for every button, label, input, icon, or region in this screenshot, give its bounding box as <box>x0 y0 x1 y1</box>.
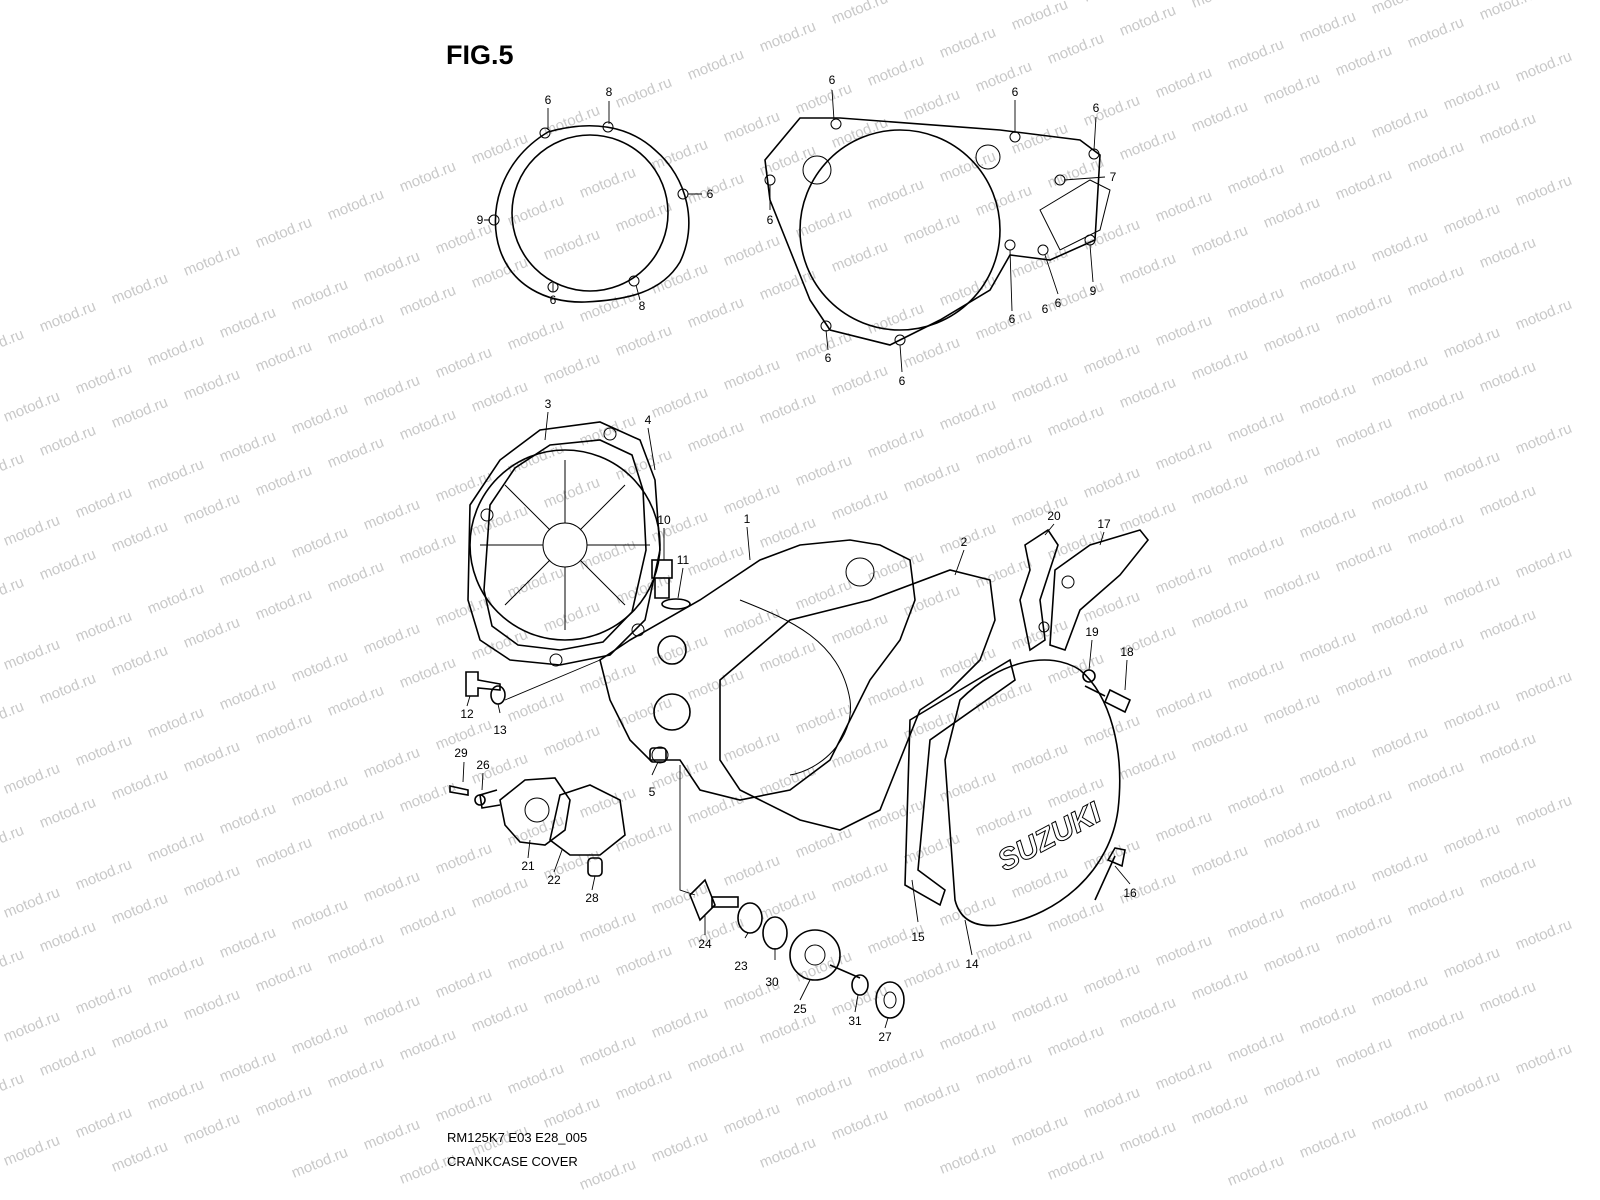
bracket-drawing <box>1019 528 1150 652</box>
leader-lines <box>462 89 1131 1029</box>
figure-title: FIG.5 <box>446 40 514 70</box>
callout-4: 4 <box>645 413 652 427</box>
callout-15: 15 <box>911 930 925 944</box>
callout-6: 6 <box>1055 296 1062 310</box>
diagram-code: RM125K7 E03 E28_005 <box>447 1130 588 1145</box>
callout-labels: 6 8 6 9 6 8 6 6 6 7 6 6 9 6 6 6 6 3 4 10… <box>454 73 1137 1044</box>
callout-6: 6 <box>1042 302 1049 316</box>
callout-6: 6 <box>825 351 832 365</box>
callout-6: 6 <box>899 374 906 388</box>
callout-1: 1 <box>744 512 751 526</box>
callout-18: 18 <box>1120 645 1134 659</box>
crankcase-cover-drawing <box>599 539 916 801</box>
crankcase-cover-gasket-drawing <box>764 117 1111 346</box>
callout-9: 9 <box>1090 284 1097 298</box>
generator-cover-drawing: SUZUKI <box>904 658 1121 927</box>
callout-6: 6 <box>545 93 552 107</box>
callout-7: 7 <box>1110 170 1117 184</box>
water-pump-shaft-drawing <box>689 878 905 1019</box>
callout-9: 9 <box>477 213 484 227</box>
callout-28: 28 <box>585 891 599 905</box>
water-pump-cover-drawing <box>449 777 626 877</box>
callout-6: 6 <box>767 213 774 227</box>
brand-lettering: SUZUKI <box>992 796 1107 878</box>
callout-26: 26 <box>476 758 490 772</box>
callout-27: 27 <box>878 1030 892 1044</box>
callout-17: 17 <box>1097 517 1111 531</box>
clutch-cover-gasket-drawing <box>488 121 690 303</box>
callout-22: 22 <box>547 873 561 887</box>
callout-24: 24 <box>698 937 712 951</box>
callout-10: 10 <box>657 513 671 527</box>
callout-31: 31 <box>848 1014 862 1028</box>
callout-6: 6 <box>829 73 836 87</box>
callout-29: 29 <box>454 746 468 760</box>
clutch-cover-drawing <box>467 421 661 667</box>
callout-12: 12 <box>460 707 474 721</box>
callout-23: 23 <box>734 959 748 973</box>
callout-8: 8 <box>639 299 646 313</box>
callout-2: 2 <box>961 535 968 549</box>
callout-14: 14 <box>965 957 979 971</box>
callout-30: 30 <box>765 975 779 989</box>
callout-6: 6 <box>1009 312 1016 326</box>
callout-25: 25 <box>793 1002 807 1016</box>
diagram-caption: CRANKCASE COVER <box>447 1154 578 1169</box>
callout-16: 16 <box>1123 886 1137 900</box>
callout-8: 8 <box>606 85 613 99</box>
callout-3: 3 <box>545 397 552 411</box>
oil-filler-plug-drawing <box>651 559 691 610</box>
callout-6: 6 <box>1093 101 1100 115</box>
callout-6: 6 <box>550 293 557 307</box>
callout-6: 6 <box>707 187 714 201</box>
callout-11: 11 <box>677 553 690 567</box>
callout-13: 13 <box>493 723 507 737</box>
callout-19: 19 <box>1085 625 1099 639</box>
generator-cover-gasket-drawing <box>719 569 996 831</box>
callout-21: 21 <box>521 859 535 873</box>
callout-6: 6 <box>1012 85 1019 99</box>
callout-5: 5 <box>649 785 656 799</box>
callout-20: 20 <box>1047 509 1061 523</box>
